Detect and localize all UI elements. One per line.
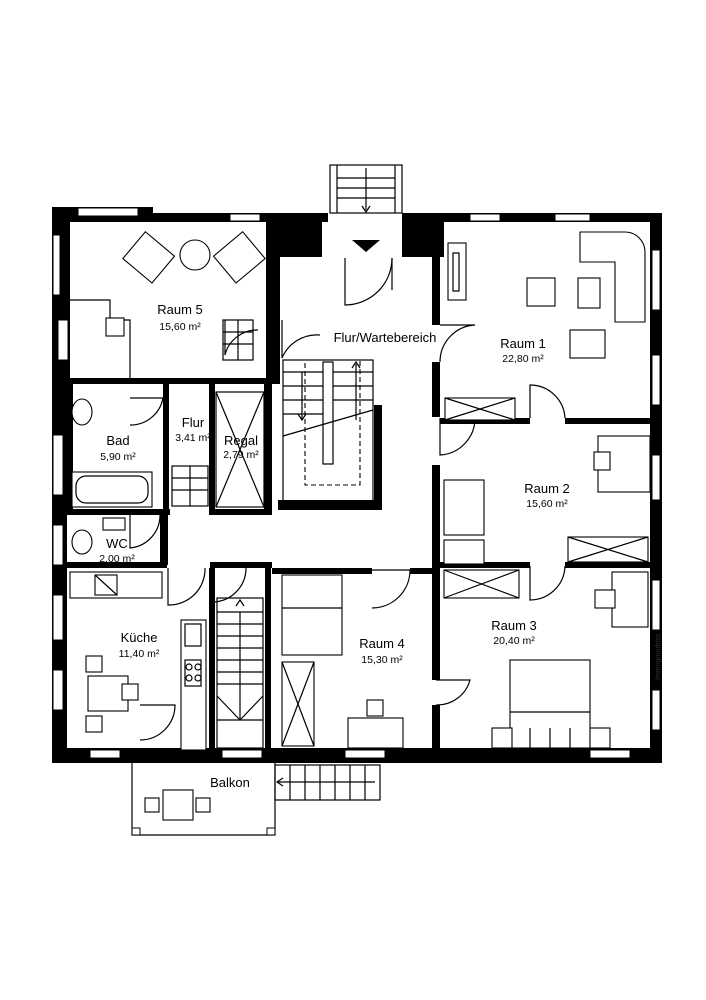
room-area: 15,60 m² — [526, 498, 568, 510]
room-name: Bad — [106, 433, 129, 448]
room-name: Regal — [224, 433, 258, 448]
room-area: 5,90 m² — [100, 451, 136, 463]
watermark: Immogrundriss — [655, 633, 662, 680]
room-area: 15,30 m² — [361, 654, 403, 666]
furniture-bad-wc — [71, 398, 153, 555]
room-area: 22,80 m² — [502, 353, 544, 365]
room-area: 15,60 m² — [159, 321, 201, 333]
doors — [129, 257, 566, 741]
room-labels: Raum 5 15,60 m² Flur/Wartebereich Raum 1… — [99, 302, 662, 790]
windows — [52, 207, 661, 759]
interior-walls — [67, 220, 655, 750]
entrance-steps — [329, 164, 403, 252]
room-name: Raum 4 — [359, 636, 405, 651]
small-stair-flur — [171, 465, 209, 507]
room-name: WC — [106, 536, 128, 551]
furniture-kueche — [69, 571, 207, 751]
room-area: 11,40 m² — [119, 648, 160, 660]
lower-staircase — [216, 597, 264, 749]
room-name: Raum 2 — [524, 481, 570, 496]
room-area: 3,41 m² — [175, 432, 211, 444]
furniture-raum1 — [444, 231, 646, 421]
balcony-steps — [274, 764, 381, 801]
furniture-raum4 — [281, 574, 404, 749]
furniture-raum2 — [443, 435, 651, 565]
room-area: 2,00 m² — [99, 553, 135, 565]
room-area: 20,40 m² — [493, 635, 535, 647]
room-name: Raum 1 — [500, 336, 546, 351]
furniture-regal — [215, 391, 265, 508]
small-stair-raum5 — [222, 319, 254, 361]
balcony — [131, 763, 276, 836]
room-name: Raum 3 — [491, 618, 537, 633]
furniture-raum5 — [70, 230, 266, 378]
room-name: Flur — [182, 415, 205, 430]
room-name: Flur/Wartebereich — [334, 330, 437, 345]
main-staircase — [282, 359, 374, 503]
furniture-raum3 — [443, 569, 649, 749]
room-area: 2,79 m² — [223, 449, 259, 461]
room-name: Balkon — [210, 775, 250, 790]
room-name: Küche — [121, 630, 158, 645]
room-name: Raum 5 — [157, 302, 203, 317]
